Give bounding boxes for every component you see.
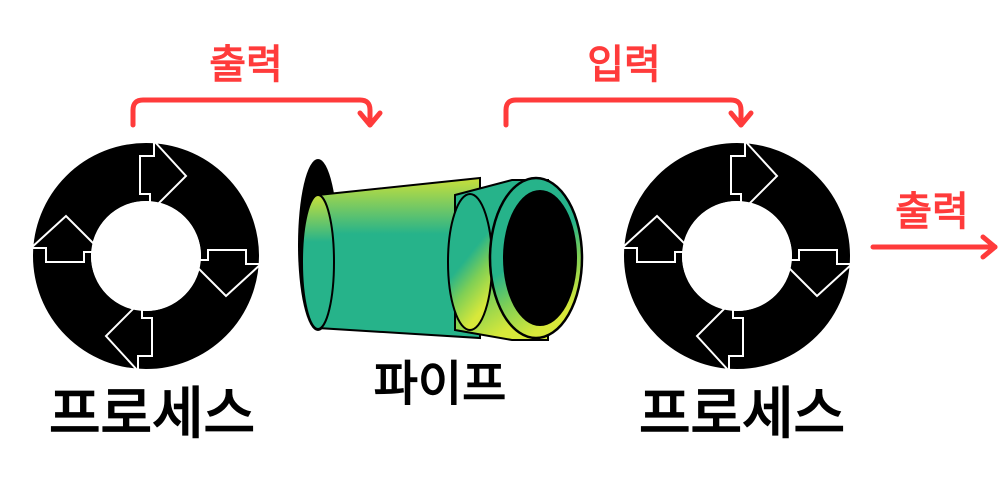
input-label: 입력 bbox=[587, 42, 661, 88]
input-arrow bbox=[506, 100, 751, 125]
cycle-arrows-icon bbox=[31, 141, 261, 371]
pipe-label: 파이프 bbox=[374, 356, 506, 412]
pipe-icon bbox=[298, 159, 582, 340]
cycle-arrows-icon bbox=[622, 141, 852, 371]
output-label-right: 출력 bbox=[895, 189, 969, 235]
process-label-right: 프로세스 bbox=[639, 382, 845, 447]
process-label-left: 프로세스 bbox=[49, 382, 255, 447]
output-arrow-right bbox=[873, 237, 995, 257]
output-arrow-left bbox=[133, 100, 380, 125]
output-label-left: 출력 bbox=[209, 42, 283, 88]
